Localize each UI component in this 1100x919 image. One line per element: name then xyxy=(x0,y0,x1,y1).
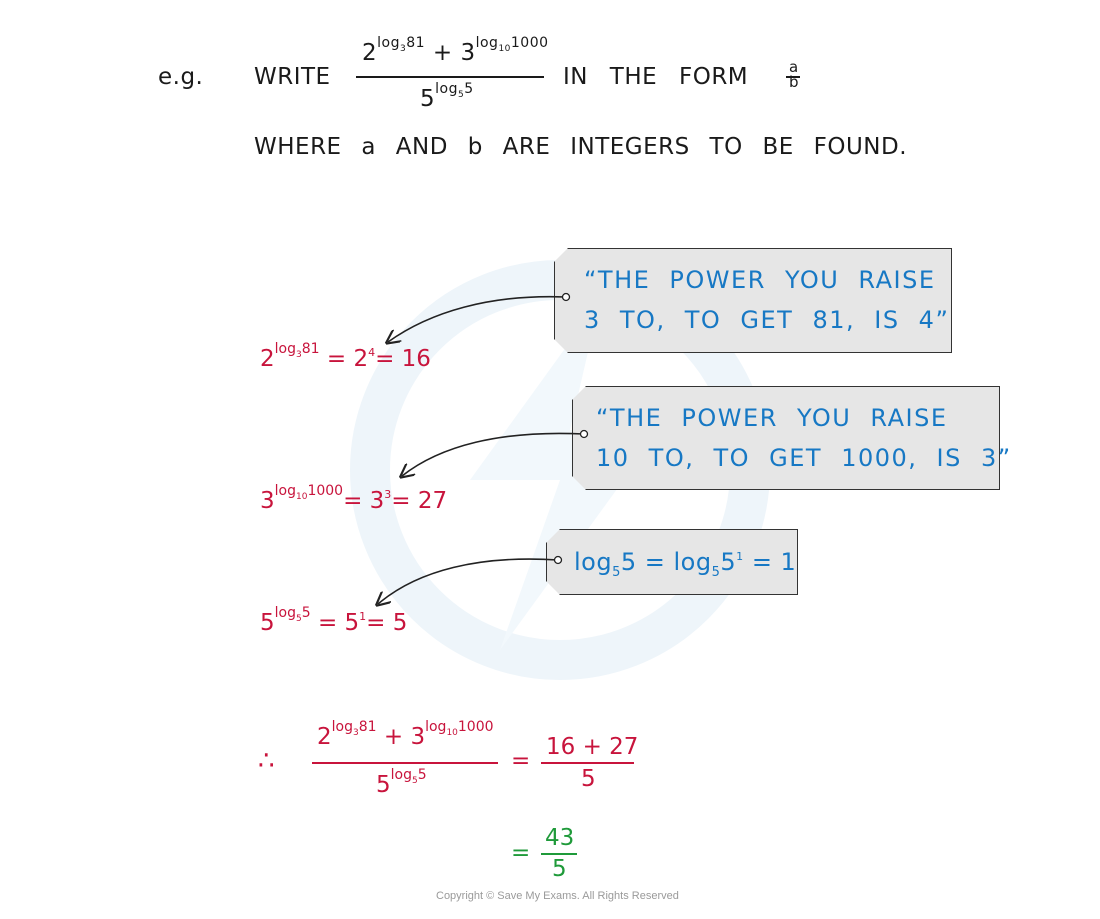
conclusion-fraction-bar xyxy=(312,762,498,764)
therefore-symbol: ∴ xyxy=(258,746,275,776)
final-fraction-bar xyxy=(541,853,577,855)
where-line: WHERE a AND b ARE INTEGERS TO BE FOUND. xyxy=(254,134,908,160)
in-the-form-label: IN THE FORM xyxy=(563,64,749,90)
arrow-3 xyxy=(378,558,559,604)
arrow-2 xyxy=(402,432,585,476)
explanation-tag-3 xyxy=(546,529,798,595)
question-numerator: 2log381 + 3log101000 xyxy=(362,35,549,66)
tag3-hole xyxy=(553,555,563,565)
rhs-fraction-bar xyxy=(541,762,634,764)
conclusion-numerator: 2log381 + 3log101000 xyxy=(317,719,494,750)
tag2-line1: “THE POWER YOU RAISE xyxy=(596,404,948,432)
tag2-hole xyxy=(579,429,589,439)
write-label: WRITE xyxy=(254,64,331,90)
step-3: 5log55 = 51= 5 xyxy=(260,605,408,636)
form-numerator: a xyxy=(789,58,799,76)
conclusion-equals: = xyxy=(511,748,531,774)
tag3-equation: log55 = log551 = 1 xyxy=(574,548,797,580)
final-denominator: 5 xyxy=(552,856,568,882)
question-fraction-bar xyxy=(356,76,544,78)
tag2-line2: 10 TO, TO GET 1000, IS 3” xyxy=(596,444,1012,472)
explanation-tag-1 xyxy=(554,248,952,353)
final-numerator: 43 xyxy=(545,825,575,851)
copyright-text: Copyright © Save My Exams. All Rights Re… xyxy=(436,890,679,902)
tag1-line1: “THE POWER YOU RAISE xyxy=(584,266,936,294)
final-equals: = xyxy=(511,840,531,866)
rhs-denominator: 5 xyxy=(581,766,597,792)
conclusion-denominator: 5log55 xyxy=(376,767,427,798)
arrow-1 xyxy=(388,295,567,342)
tag1-line2: 3 TO, TO GET 81, IS 4” xyxy=(584,306,950,334)
rhs-numerator: 16 + 27 xyxy=(546,734,639,760)
explanation-tag-2 xyxy=(572,386,1000,490)
question-denominator: 5log55 xyxy=(420,81,474,112)
form-denominator: b xyxy=(789,73,799,91)
step-2: 3log101000= 33= 27 xyxy=(260,483,448,514)
step-1: 2log381 = 24= 16 xyxy=(260,341,431,372)
form-fraction-bar xyxy=(786,76,800,78)
tag1-hole xyxy=(561,292,571,302)
eg-label: e.g. xyxy=(158,64,204,90)
